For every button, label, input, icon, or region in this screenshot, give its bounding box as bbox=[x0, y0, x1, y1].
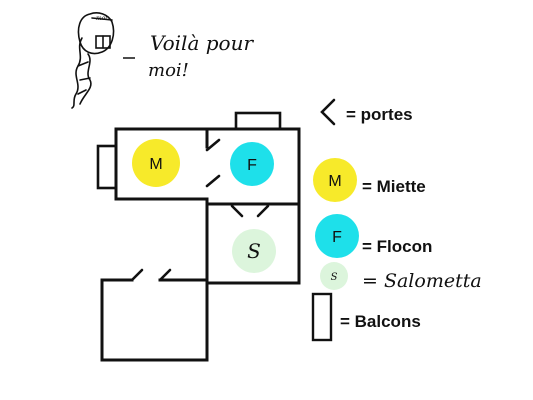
legend-flocon-letter: F bbox=[332, 229, 342, 246]
legend-balcony-icon bbox=[311, 292, 333, 342]
door-mark bbox=[158, 268, 172, 282]
legend: = portes M = Miette F = Flocon S = Salom… bbox=[311, 98, 482, 342]
door-mark bbox=[130, 268, 144, 282]
plan-markers: M F S bbox=[132, 139, 276, 273]
miette-marker-letter: M bbox=[149, 156, 162, 173]
salometta-marker-letter: S bbox=[247, 239, 261, 263]
braid-girl-doodle bbox=[71, 12, 115, 109]
flocon-marker-letter: F bbox=[247, 157, 257, 174]
doodle-tag: moi bbox=[96, 15, 107, 22]
legend-miette-label: = Miette bbox=[362, 177, 426, 196]
legend-salometta-label: = Salometta bbox=[362, 270, 482, 292]
floor-plan bbox=[96, 111, 301, 362]
legend-balcons-label: = Balcons bbox=[340, 312, 421, 331]
top-balcony bbox=[234, 111, 282, 131]
salometta-marker bbox=[232, 229, 276, 273]
door-mark bbox=[256, 204, 270, 218]
left-balcony bbox=[96, 144, 118, 190]
note-line-2: moi! bbox=[148, 60, 189, 81]
middle-room-walls bbox=[205, 197, 301, 285]
doors bbox=[130, 138, 270, 282]
flocon-marker bbox=[230, 142, 274, 186]
legend-flocon-label: = Flocon bbox=[362, 237, 432, 256]
door-mark bbox=[230, 204, 244, 218]
legend-salometta-icon bbox=[320, 262, 348, 290]
door-mark bbox=[205, 174, 221, 188]
legend-salometta-letter: S bbox=[331, 272, 338, 283]
door-mark bbox=[205, 138, 221, 152]
handwritten-note: Voilà pour moi! bbox=[123, 31, 254, 81]
legend-flocon-icon bbox=[315, 214, 359, 258]
legend-doors-label: = portes bbox=[346, 105, 413, 124]
miette-marker bbox=[132, 139, 180, 187]
legend-miette-icon bbox=[313, 158, 357, 202]
legend-miette-letter: M bbox=[328, 173, 341, 190]
legend-door-icon bbox=[320, 98, 336, 126]
note-line-1: Voilà pour bbox=[150, 31, 254, 55]
bottom-room-walls bbox=[100, 278, 209, 362]
